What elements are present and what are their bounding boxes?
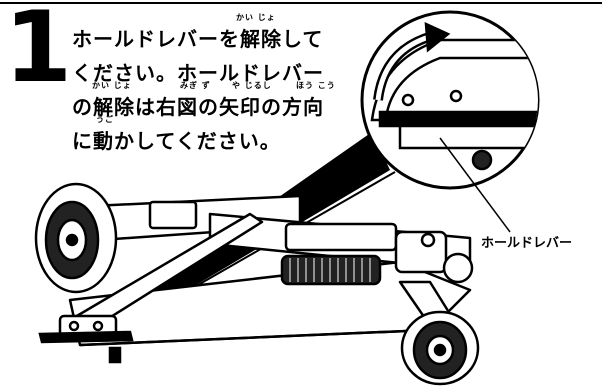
instruction-text: ホールドレバーを解除して ください。ホールドレバー の解除は右図の矢印の方向 に…	[72, 22, 362, 158]
furigana-migizu: みぎ ず	[180, 81, 211, 90]
front-wheel	[400, 310, 480, 386]
step-number: 1	[4, 0, 72, 105]
instruction-line: ホールドレバーを解除して	[72, 27, 324, 51]
furigana-kaijo-2: かい じょ	[92, 81, 132, 90]
callout-leader	[439, 137, 511, 233]
furigana-kaijo-1: かい じょ	[236, 13, 276, 22]
furigana-ugo: うご	[96, 115, 114, 124]
instruction-line: ください。ホールドレバー	[72, 61, 324, 85]
rear-wheel	[34, 182, 118, 294]
furigana-yajirushi: や じるし	[232, 81, 272, 90]
scooter-frame	[68, 194, 474, 347]
top-rule	[0, 2, 602, 4]
instruction-line: の解除は右図の矢印の方向	[72, 95, 324, 119]
furigana-houkou: ほう こう	[296, 81, 336, 90]
hold-lever	[38, 314, 134, 364]
hold-lever-label: ホールドレバー	[481, 236, 573, 251]
zoom-detail	[360, 10, 540, 190]
instruction-line: に動かしてください。	[72, 129, 281, 153]
